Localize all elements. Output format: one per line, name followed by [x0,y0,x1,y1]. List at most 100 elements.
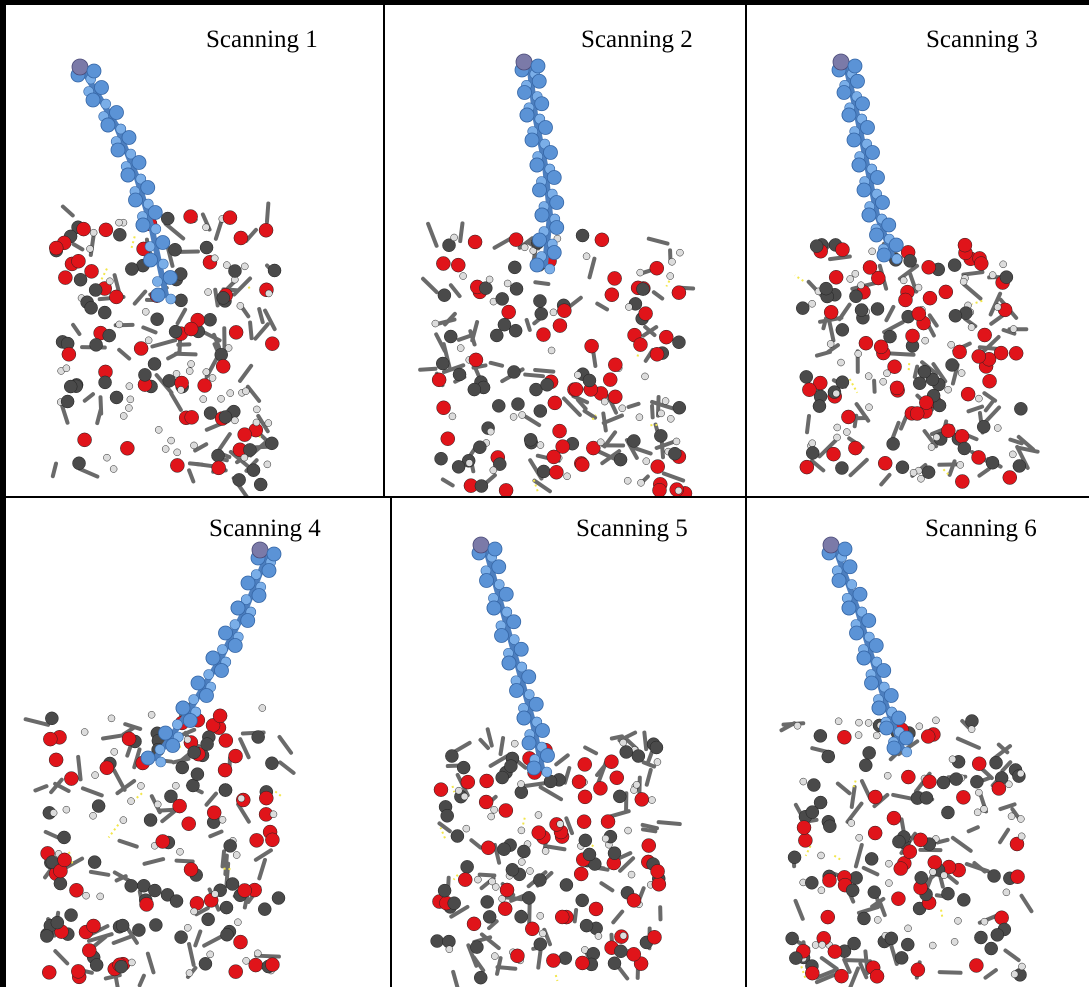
oxygen-atom [626,893,642,908]
chain-terminal-atom [832,53,850,71]
chain-terminal-atom [472,536,490,554]
oxygen-atom [848,440,863,456]
hydrogen-atom [218,816,227,824]
bond [572,907,579,924]
oxygen-atom [233,230,249,246]
oxygen-atom [858,335,874,351]
bond [60,204,75,218]
carbon-atom [919,791,934,805]
bond [477,872,497,878]
carbon-atom [789,951,803,965]
hydrogen-atom [119,412,128,420]
hydrogen-atom [177,386,185,394]
hydrogen-atom [258,704,267,712]
carbon-atom [482,910,497,924]
bond [88,869,111,877]
hydrogen-atom [137,782,145,790]
carbon-atom [613,452,628,467]
carbon-atom [435,356,450,371]
chain-hydrogen-atom [100,98,112,110]
oxygen-atom [215,359,231,374]
oxygen-atom [571,774,587,790]
bond [661,471,686,483]
carbon-atom [265,436,279,451]
oxygen-atom [955,474,970,489]
oxygen-atom [211,460,226,476]
bond [232,276,253,297]
hydrogen-atom [563,472,571,481]
bond [650,404,655,420]
oxygen-atom [43,731,58,747]
carbon-atom [160,211,175,226]
oxygen-atom [971,349,986,364]
hydrogen-atom [967,323,976,331]
hydrogen-bond [851,780,857,791]
carbon-atom [493,457,507,471]
row-divider [0,496,1089,498]
bond [137,973,146,987]
oxygen-atom [546,953,561,968]
carbon-atom [271,891,286,905]
carbon-atom [823,819,837,834]
oxygen-atom [1010,869,1025,884]
hydrogen-bond [804,845,812,857]
carbon-atom [619,745,633,759]
oxygen-atom [576,814,592,829]
hydrogen-atom [596,438,605,447]
oxygen-atom [508,232,524,247]
molecule-image [779,536,1034,987]
oxygen-atom [184,410,199,425]
chain-terminal-atom [822,536,840,554]
chain-atom [861,207,877,223]
carbon-atom [53,876,68,891]
hydrogen-atom [619,738,627,747]
chain-hydrogen-atom [125,148,137,160]
oxygen-atom [649,260,665,276]
chain-hydrogen-atom [154,744,166,755]
bond [988,291,1003,317]
chain-atom [479,573,494,588]
chain-atom [851,157,867,173]
bond [601,413,624,425]
hydrogen-atom [465,459,474,467]
bond [852,413,859,429]
carbon-atom [947,258,962,272]
chain-hydrogen-atom [864,631,875,643]
bond [546,844,567,852]
chain-atom [856,650,872,666]
carbon-atom [785,931,799,946]
carbon-atom [243,443,257,457]
bond [611,909,625,925]
hydrogen-atom [1005,780,1013,789]
carbon-atom [64,908,78,922]
hydrogen-atom [485,275,494,284]
bond [817,438,838,459]
carbon-atom [859,758,873,773]
bond [451,969,460,987]
oxygen-atom [170,458,185,473]
chain-atom [516,710,532,726]
carbon-atom [190,767,205,781]
bond [1003,948,1021,963]
oxygen-atom [212,708,228,724]
hydrogen-atom [833,433,841,442]
oxygen-atom [573,866,589,882]
bond [842,957,852,974]
carbon-atom [201,912,215,927]
oxygen-atom [891,891,906,906]
carbon-atom [440,809,454,823]
hydrogen-atom [944,385,952,394]
bond [471,955,486,973]
carbon-atom [987,869,1001,883]
carbon-atom [45,711,59,726]
carbon-atom [450,829,465,843]
chain-bond [854,112,870,168]
oxygen-atom [956,790,971,805]
carbon-atom [445,749,459,763]
chain-atom [513,641,529,657]
carbon-atom [523,433,538,447]
carbon-atom [805,446,820,460]
chain-hydrogen-atom [144,241,156,252]
carbon-atom [265,756,279,771]
oxygen-atom [575,955,590,971]
